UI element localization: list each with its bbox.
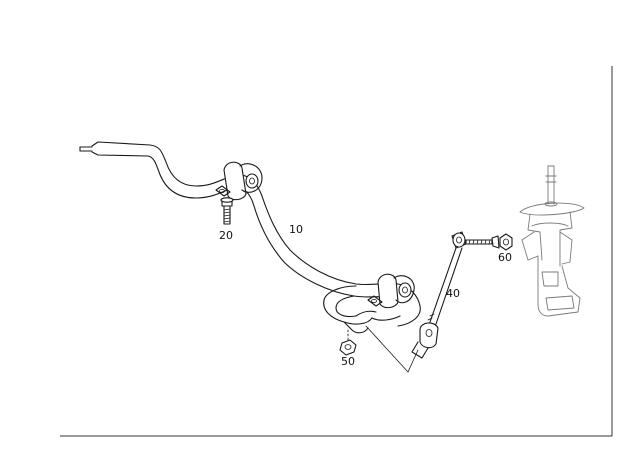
stud-bolt bbox=[465, 235, 500, 249]
callout-20: 20 bbox=[219, 229, 233, 242]
suspension-strut bbox=[519, 165, 585, 317]
bushing-bracket-right bbox=[367, 273, 415, 309]
callout-40: 40 bbox=[446, 287, 460, 300]
callout-50: 50 bbox=[341, 355, 355, 368]
bushing-bracket-left bbox=[215, 161, 263, 201]
callout-60: 60 bbox=[498, 251, 512, 264]
nut-part-60 bbox=[499, 233, 513, 251]
leader-line bbox=[407, 349, 419, 373]
nut-part-50 bbox=[339, 329, 357, 356]
callout-10: 10 bbox=[289, 223, 303, 236]
leader-line bbox=[365, 325, 409, 373]
stabilizer-bar bbox=[79, 141, 421, 334]
bolt-part-20 bbox=[220, 197, 234, 225]
coupling-rod-part-40 bbox=[411, 231, 467, 359]
